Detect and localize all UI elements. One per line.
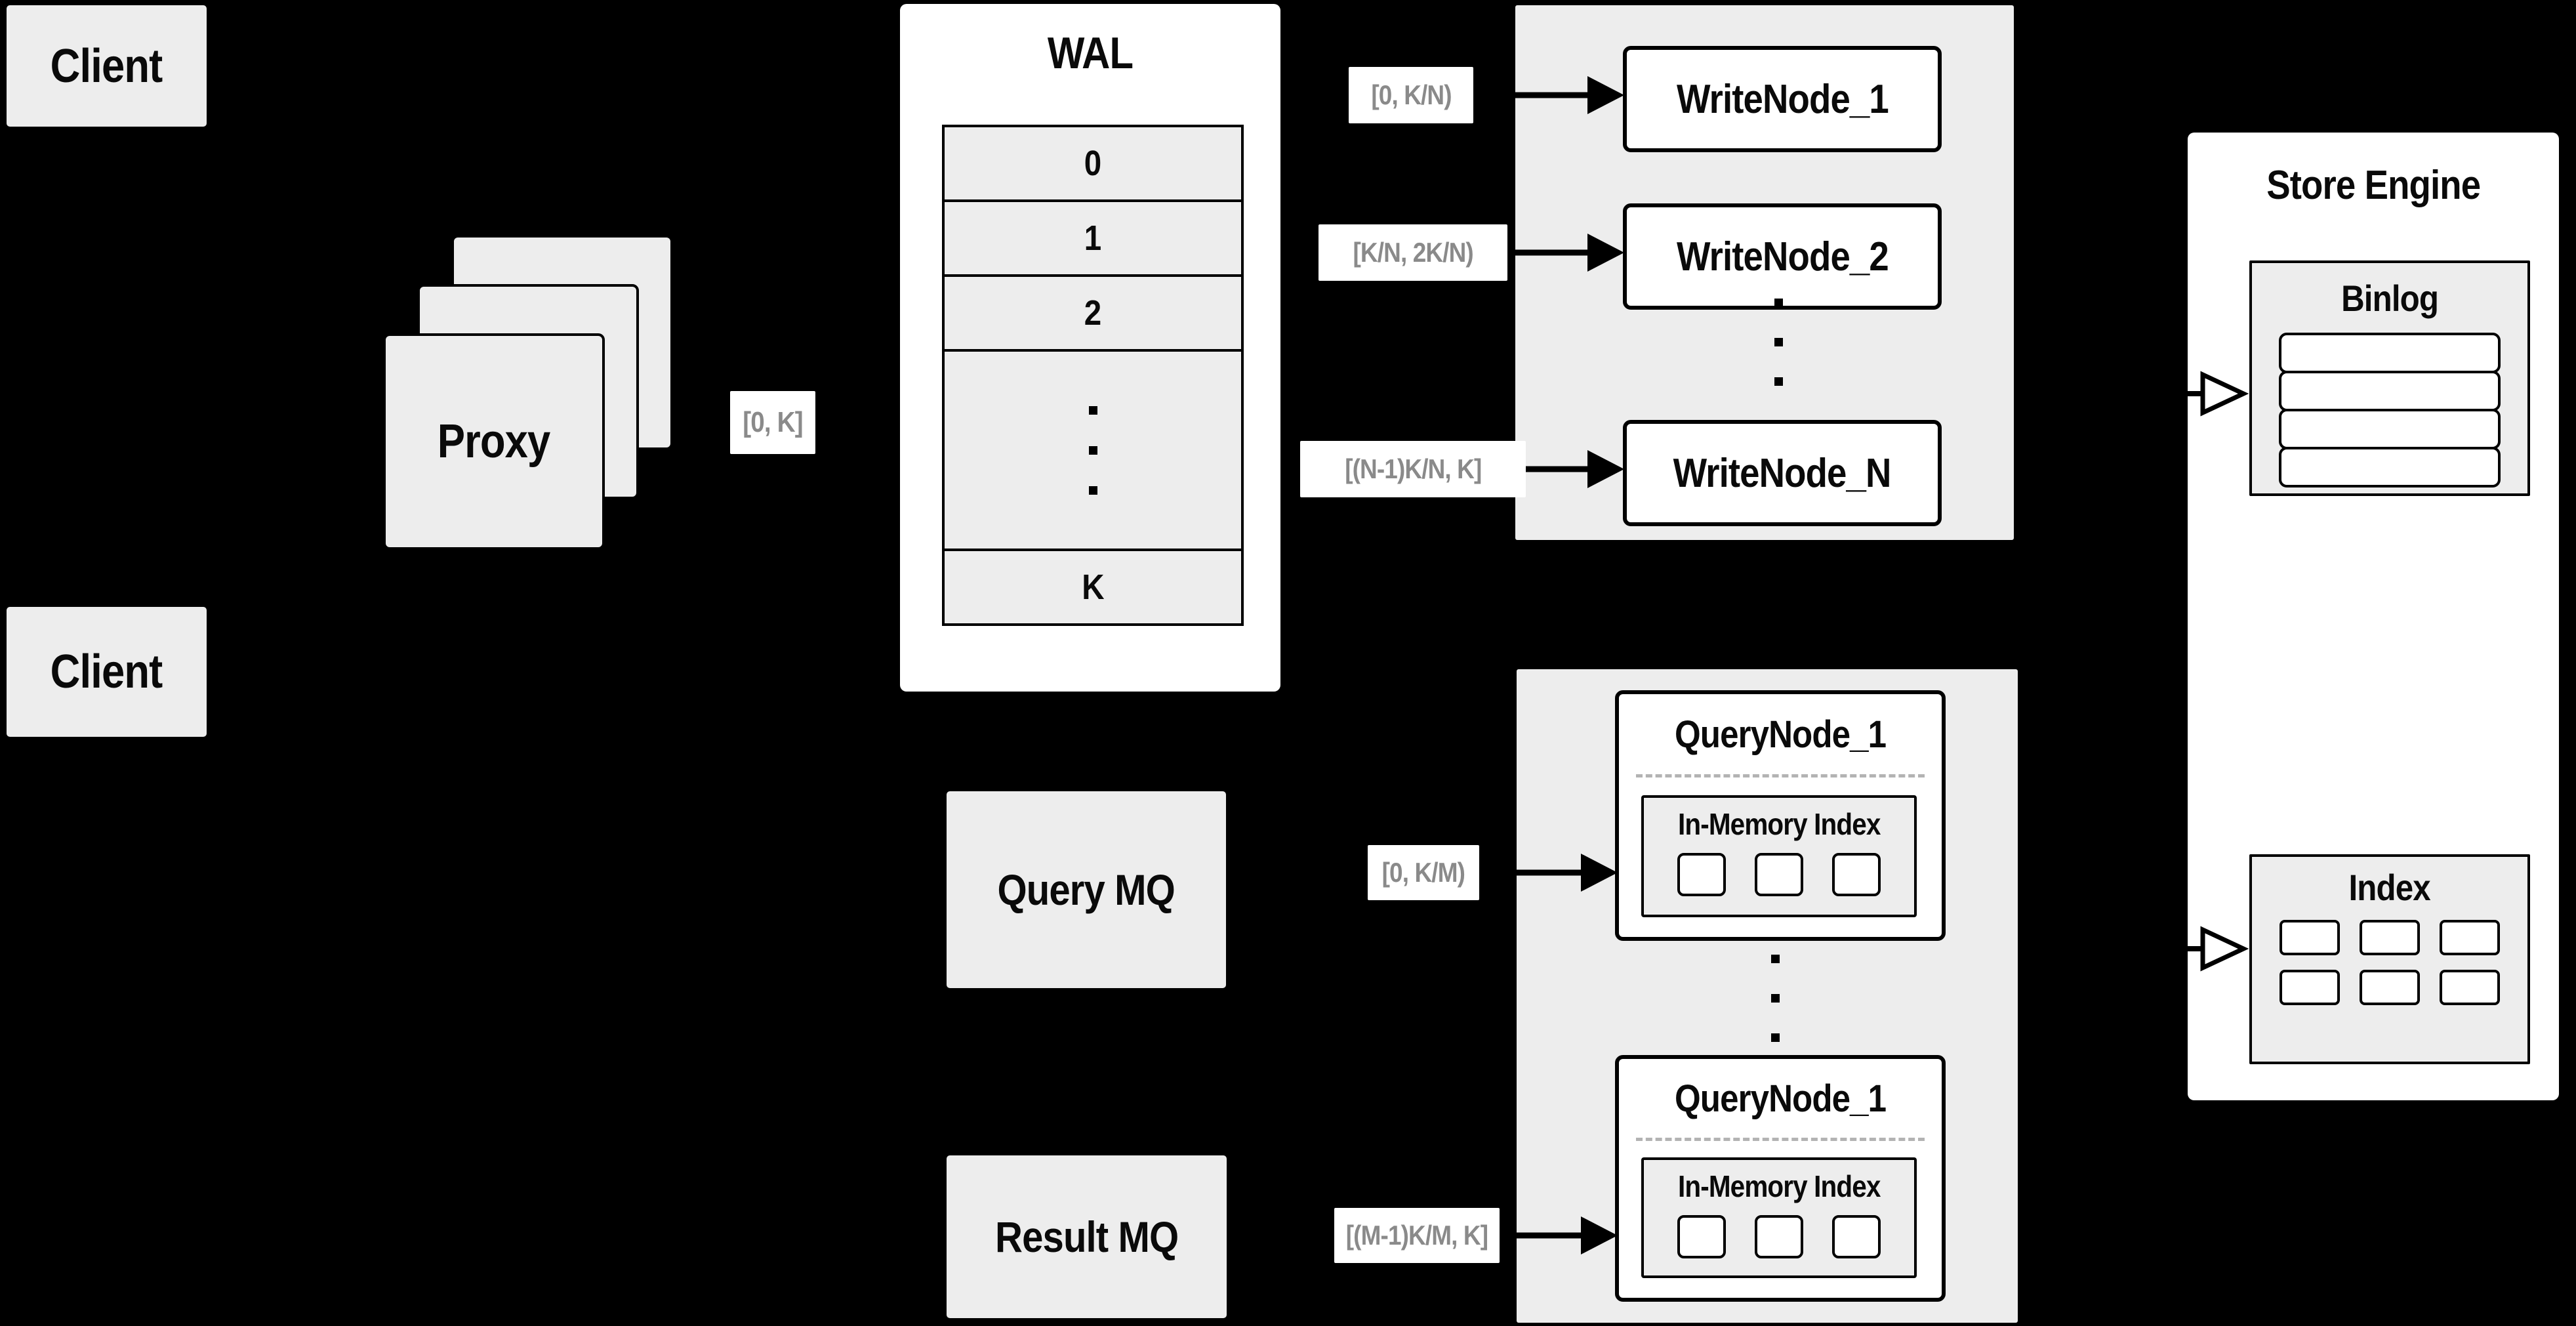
index-box: Index (2249, 854, 2530, 1064)
query-node-1-label: QueryNode_1 (1674, 713, 1887, 756)
result-mq-box: Result MQ (947, 1155, 1227, 1318)
segment-icon (1755, 853, 1803, 896)
write-node-n-label: WriteNode_N (1673, 450, 1892, 496)
binlog-title-row: Binlog (2252, 263, 2527, 333)
arrow-to-write-node-1 (1473, 76, 1624, 114)
query-node-1-range-text: [0, K/M) (1381, 857, 1465, 888)
client-bottom-box: Client (7, 607, 207, 737)
write-node-n-box: WriteNode_N (1623, 420, 1942, 526)
index-segment-icon (2360, 970, 2420, 1005)
client-top-box: Client (7, 5, 207, 127)
store-engine-title: Store Engine (2266, 162, 2481, 208)
binlog-row-icon (2279, 447, 2501, 487)
write-node-1-box: WriteNode_1 (1623, 46, 1942, 152)
wal-row-0-label: 0 (1084, 144, 1101, 183)
query-node-1-segments (1644, 853, 1914, 896)
store-engine-panel: Store Engine Binlog Index (2188, 133, 2559, 1100)
index-row-2 (2252, 970, 2527, 1005)
client-top-label: Client (51, 39, 163, 93)
proxy-card-front: Proxy (383, 333, 605, 550)
query-node-1-box: QueryNode_1 In-Memory Index (1615, 690, 1946, 941)
arrow-to-query-node-1 (1479, 854, 1618, 892)
query-node-1-divider (1636, 774, 1925, 777)
write-node-1-label: WriteNode_1 (1676, 76, 1889, 122)
write-node-2-label: WriteNode_2 (1676, 234, 1889, 280)
wal-row-1-label: 1 (1084, 218, 1101, 258)
index-segment-icon (2360, 920, 2420, 955)
write-node-1-range-label: [0, K/N) (1349, 67, 1473, 123)
arrow-to-write-node-n (1526, 450, 1624, 488)
wal-title: WAL (1047, 28, 1134, 78)
binlog-box: Binlog (2249, 260, 2530, 496)
open-arrow-to-index (2140, 926, 2249, 972)
segment-icon (1677, 1215, 1726, 1258)
wal-row-0: 0 (945, 127, 1241, 202)
write-node-n-range-text: [(N-1)K/N, K] (1344, 453, 1482, 484)
query-node-2-inmemory-title-row: In-Memory Index (1644, 1160, 1914, 1212)
query-node-1-title-row: QueryNode_1 (1619, 694, 1942, 774)
segment-icon (1832, 853, 1881, 896)
proxy-label: Proxy (438, 415, 551, 468)
binlog-title: Binlog (2341, 277, 2439, 319)
query-node-2-range-text: [(M-1)K/M, K] (1345, 1220, 1488, 1251)
query-node-2-range-label: [(M-1)K/M, K] (1334, 1208, 1500, 1263)
arrow-to-write-node-2 (1507, 234, 1624, 272)
query-mq-label: Query MQ (997, 865, 1176, 914)
wal-title-row: WAL (900, 4, 1280, 102)
segment-icon (1755, 1215, 1803, 1258)
query-node-2-segments (1644, 1215, 1914, 1258)
store-engine-title-row: Store Engine (2188, 133, 2559, 238)
query-node-2-box: QueryNode_1 In-Memory Index (1615, 1055, 1946, 1302)
index-segment-icon (2280, 920, 2340, 955)
proxy-range-text: [0, K] (743, 406, 803, 438)
query-node-1-inmemory-box: In-Memory Index (1641, 795, 1917, 917)
query-node-2-inmemory-box: In-Memory Index (1641, 1157, 1917, 1278)
wal-row-dots (945, 352, 1241, 551)
binlog-rows (2252, 333, 2527, 487)
index-segment-icon (2280, 970, 2340, 1005)
query-node-1-range-label: [0, K/M) (1368, 845, 1479, 900)
proxy-range-label: [0, K] (730, 391, 815, 454)
write-node-2-range-text: [K/N, 2K/N) (1353, 237, 1473, 268)
wal-row-2: 2 (945, 277, 1241, 352)
wal-row-k-label: K (1082, 568, 1104, 607)
open-arrow-to-binlog (2140, 371, 2249, 417)
query-node-2-label: QueryNode_1 (1674, 1077, 1887, 1120)
index-title-row: Index (2252, 857, 2527, 917)
write-node-ellipsis-icon (1774, 299, 1783, 386)
query-node-2-divider (1636, 1138, 1925, 1141)
wal-panel: WAL 0 1 2 K (900, 4, 1280, 692)
write-node-2-range-label: [K/N, 2K/N) (1319, 224, 1507, 281)
client-bottom-label: Client (51, 646, 163, 698)
segment-icon (1677, 853, 1726, 896)
query-node-1-inmemory-label: In-Memory Index (1677, 807, 1881, 841)
index-row-1 (2252, 920, 2527, 955)
query-node-ellipsis-icon (1771, 955, 1780, 1042)
index-segment-icon (2440, 920, 2500, 955)
query-node-1-inmemory-title-row: In-Memory Index (1644, 798, 1914, 850)
query-node-2-inmemory-label: In-Memory Index (1677, 1169, 1881, 1203)
query-node-2-title-row: QueryNode_1 (1619, 1059, 1942, 1138)
write-node-1-range-text: [0, K/N) (1370, 79, 1452, 110)
arrow-to-query-node-2 (1500, 1216, 1618, 1254)
wal-row-1: 1 (945, 202, 1241, 277)
wal-row-k: K (945, 551, 1241, 623)
wal-table: 0 1 2 K (942, 125, 1244, 626)
result-mq-label: Result MQ (994, 1212, 1179, 1261)
write-node-2-box: WriteNode_2 (1623, 203, 1942, 310)
segment-icon (1832, 1215, 1881, 1258)
wal-ellipsis-icon (1088, 405, 1097, 495)
query-mq-box: Query MQ (947, 791, 1226, 988)
index-segment-icon (2440, 970, 2500, 1005)
index-title: Index (2348, 866, 2431, 908)
binlog-row-icon (2279, 371, 2501, 411)
wal-row-2-label: 2 (1084, 293, 1101, 333)
write-node-n-range-label: [(N-1)K/N, K] (1300, 441, 1526, 497)
